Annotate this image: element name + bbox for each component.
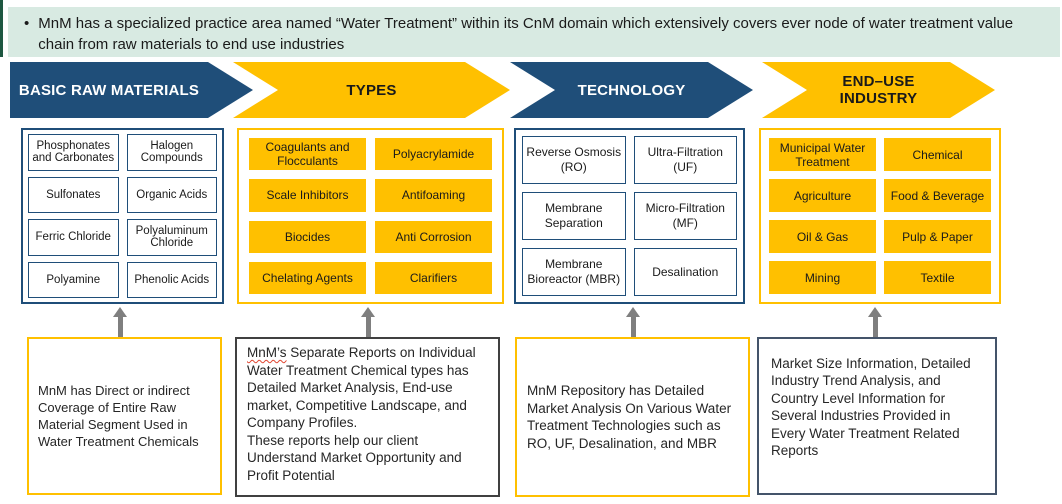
raw-material-item: Organic Acids [126,176,217,213]
technology-item: Membrane Separation [522,192,626,240]
process-arrow-types: TYPES [233,62,510,118]
arrow-label: END–USE INDUSTRY [839,73,918,107]
technology-item: Desalination [633,248,737,296]
technology-description: MnM Repository has Detailed Market Analy… [515,337,750,497]
description-text: Market Size Information, Detailed Indust… [771,355,971,459]
raw-material-item: Sulfonates [28,176,119,213]
type-item: Coagulants and Flocculants [249,138,366,171]
description-rest: Separate Reports on Individual Water Tre… [247,345,476,430]
technology-box: Reverse Osmosis (RO) Ultra-Filtration (U… [514,128,745,304]
raw-material-item: Ferric Chloride [28,219,119,256]
bullet-icon: • [24,15,30,32]
industry-item: Municipal Water Treatment [769,138,876,171]
up-arrow-icon [868,307,882,338]
up-arrow-icon [361,307,375,338]
type-item: Polyacrylamide [375,138,492,171]
process-arrow-technology: TECHNOLOGY [510,62,753,118]
raw-material-item: Polyamine [28,261,119,298]
technology-item: Membrane Bioreactor (MBR) [522,248,626,296]
raw-material-item: Halogen Compounds [126,134,217,171]
up-arrow-icon [113,307,127,338]
technology-item: Ultra-Filtration (UF) [633,136,737,184]
types-box: Coagulants and Flocculants Polyacrylamid… [237,128,504,304]
description-text: MnM’s Separate Reports on Individual Wat… [247,344,488,432]
intro-banner: • MnM has a specialized practice area na… [8,7,1060,57]
up-arrow-icon [626,307,640,338]
raw-materials-box: Phosphonates and Carbonates Halogen Comp… [21,128,224,304]
arrow-label: TYPES [346,81,397,99]
industry-item: Agriculture [769,179,876,212]
process-arrow-end-use-industry: END–USE INDUSTRY [762,62,995,118]
left-accent-bar [0,0,3,57]
process-arrow-basic-raw-materials: BASIC RAW MATERIALS [10,62,253,118]
end-use-description: Market Size Information, Detailed Indust… [757,337,997,495]
raw-material-item: Phosphonates and Carbonates [28,134,119,171]
type-item: Anti Corrosion [375,220,492,253]
industry-item: Pulp & Paper [884,220,991,253]
raw-material-item: Polyaluminum Chloride [126,219,217,256]
industry-item: Food & Beverage [884,179,991,212]
industry-item: Textile [884,261,991,294]
type-item: Chelating Agents [249,261,366,294]
description-text: MnM has Direct or indirect Coverage of E… [38,383,199,449]
arrow-label: TECHNOLOGY [577,81,686,99]
end-use-industry-box: Municipal Water Treatment Chemical Agric… [759,128,1001,304]
technology-item: Micro-Filtration (MF) [633,192,737,240]
industry-item: Chemical [884,138,991,171]
industry-item: Oil & Gas [769,220,876,253]
description-text: MnM Repository has Detailed Market Analy… [527,383,732,451]
description-text-line2: These reports help our client Understand… [247,432,462,483]
type-item: Biocides [249,220,366,253]
technology-item: Reverse Osmosis (RO) [522,136,626,184]
type-item: Antifoaming [375,179,492,212]
type-item: Clarifiers [375,261,492,294]
description-first-word: MnM’s [247,345,287,360]
type-item: Scale Inhibitors [249,179,366,212]
types-description: MnM’s Separate Reports on Individual Wat… [235,337,500,497]
raw-materials-description: MnM has Direct or indirect Coverage of E… [27,337,222,495]
industry-item: Mining [769,261,876,294]
raw-material-item: Phenolic Acids [126,261,217,298]
arrow-label: BASIC RAW MATERIALS [18,81,200,99]
banner-text: MnM has a specialized practice area name… [38,15,1014,53]
